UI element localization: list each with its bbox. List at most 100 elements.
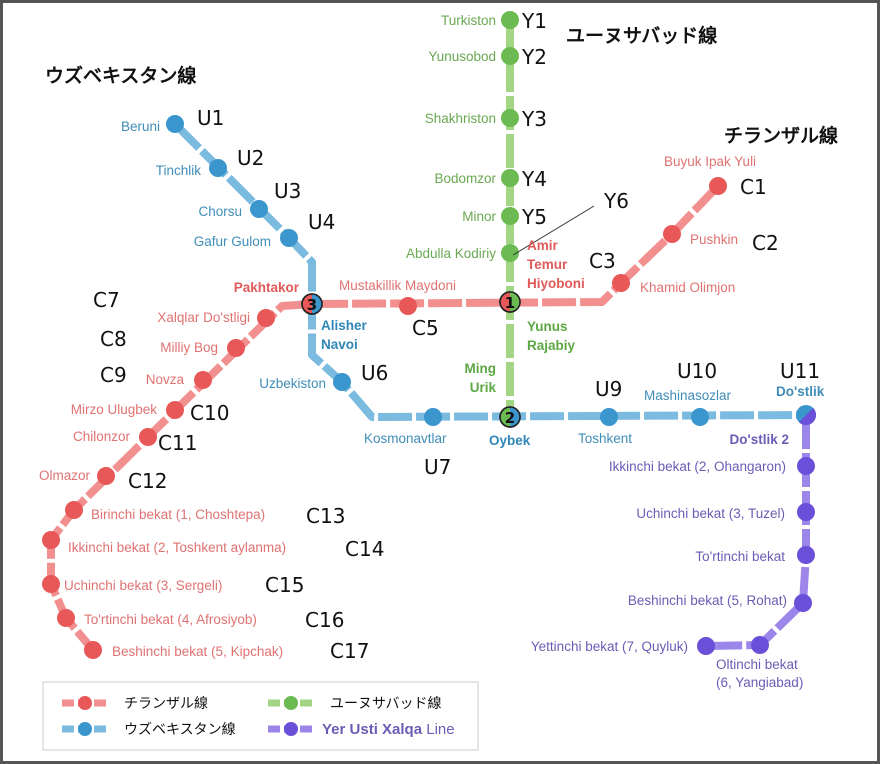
- station-code: C17: [330, 639, 369, 663]
- station-code: Y4: [521, 167, 547, 191]
- chilanzar-line-title: チランザル線: [724, 124, 838, 147]
- station-code: C15: [265, 573, 304, 597]
- interchange-half: [510, 292, 520, 312]
- interchange-label-line: Ming: [465, 361, 497, 376]
- station-label: Beruni: [121, 119, 160, 134]
- station-dot-c8: [227, 339, 245, 357]
- station-label: Mashinasozlar: [644, 388, 732, 403]
- legend-label: Yer Usti Xalqa Line: [322, 721, 455, 738]
- station-label: Xalqlar Do'stligi: [157, 310, 250, 325]
- legend-label: ユーヌサバッド線: [330, 696, 441, 712]
- station-code: Y6: [603, 189, 629, 213]
- interchange-label-line: Amir: [527, 238, 559, 253]
- station-dot-y4: [501, 169, 519, 187]
- station-dot-c9: [194, 371, 212, 389]
- station-dot-y6: [501, 244, 519, 262]
- station-label: Bodomzor: [434, 171, 496, 186]
- station-dot-c3: [612, 274, 630, 292]
- interchange-half: [510, 407, 520, 427]
- station-label: Uchinchi bekat (3, Tuzel): [636, 506, 785, 521]
- station-label-line: (6, Yangiabad): [716, 675, 803, 690]
- station-code: U10: [677, 359, 717, 383]
- station-label: Uchinchi bekat (3, Sergeli): [64, 578, 222, 593]
- station-label: Uzbekiston: [259, 376, 326, 391]
- station-dot-u3: [250, 200, 268, 218]
- station-label: Abdulla Kodiriy: [406, 246, 496, 261]
- station-dot-c16: [57, 609, 75, 627]
- station-code: C5: [412, 316, 439, 340]
- dostlik-interchange-purple: [798, 407, 817, 426]
- legend-label: ウズベキスタン線: [124, 722, 236, 738]
- station-code: U7: [424, 455, 451, 479]
- station-code: U11: [780, 359, 820, 383]
- station-code: C13: [306, 504, 345, 528]
- station-dot-c15: [42, 575, 60, 593]
- uzbekistan-line-title: ウズベキスタン線: [45, 64, 196, 87]
- legend-box: [42, 681, 479, 751]
- station-label: Gafur Gulom: [194, 234, 271, 249]
- station-label: Yunusobod: [428, 49, 496, 64]
- interchange-ring: [499, 406, 521, 428]
- station-dot-y3: [501, 109, 519, 127]
- station-label: Shakhriston: [425, 111, 496, 126]
- interchange-label-line: Yunus: [527, 319, 568, 334]
- station-label: Mirzo Ulugbek: [71, 402, 158, 417]
- interchange-number: 3: [307, 296, 317, 314]
- station-label: Mustakillik Maydoni: [339, 278, 456, 293]
- station-code: U6: [361, 361, 388, 385]
- station-code: C7: [93, 288, 120, 312]
- station-label: Ikkinchi bekat (2, Ohangaron): [609, 459, 786, 474]
- station-label: Chorsu: [198, 204, 242, 219]
- station-dot-y5: [501, 207, 519, 225]
- legend-dot-swatch: [284, 722, 298, 736]
- station-label: Ikkinchi bekat (2, Toshkent aylanma): [68, 540, 286, 555]
- station-label: Birinchi bekat (1, Choshtepa): [91, 507, 265, 522]
- station-dot-u10: [691, 408, 709, 426]
- interchange-number: 2: [505, 409, 515, 427]
- station-code: C3: [589, 249, 616, 273]
- station-dot-u6: [333, 373, 351, 391]
- station-dot-c11: [139, 428, 157, 446]
- station-label: Olmazor: [39, 468, 91, 483]
- circle-station-dot: [697, 637, 715, 655]
- station-label: Beshinchi bekat (5, Kipchak): [112, 644, 283, 659]
- station-label: Khamid Olimjon: [640, 280, 735, 295]
- circle-line-path: [705, 415, 810, 650]
- station-dot-c14: [42, 531, 60, 549]
- station-label: Milliy Bog: [160, 340, 218, 355]
- station-dot-y2: [501, 47, 519, 65]
- interchange-label-line: Urik: [470, 380, 497, 395]
- station-dot-c2: [663, 225, 681, 243]
- interchange-label-line: Alisher: [321, 318, 368, 333]
- station-code: U9: [595, 377, 622, 401]
- station-dot-c7: [257, 309, 275, 327]
- station-label: Pushkin: [690, 232, 738, 247]
- station-code: Y3: [521, 107, 547, 131]
- legend-label: チランザル線: [124, 696, 208, 712]
- station-code: Y1: [521, 9, 547, 33]
- interchange-label: Pakhtakor: [234, 280, 300, 295]
- station-code: C1: [740, 175, 767, 199]
- interchange-ring: [499, 291, 521, 313]
- legend-dot-swatch: [78, 696, 92, 710]
- station-code: C12: [128, 469, 167, 493]
- station-code: C14: [345, 537, 384, 561]
- station-dot-c5: [399, 297, 417, 315]
- station-code: U1: [197, 106, 224, 130]
- station-label: Chilonzor: [73, 429, 131, 444]
- interchange-label-line: Hiyoboni: [527, 276, 585, 291]
- circle-station-dot: [751, 636, 769, 654]
- station-label: Do'stlik 2: [730, 432, 789, 447]
- station-code: C8: [100, 327, 127, 351]
- circle-station-dot: [797, 457, 815, 475]
- station-dot-c10: [166, 401, 184, 419]
- interchange-half: [312, 294, 322, 314]
- station-dot-u1: [166, 115, 184, 133]
- station-dot-u2: [209, 159, 227, 177]
- station-label: Kosmonavtlar: [364, 431, 447, 446]
